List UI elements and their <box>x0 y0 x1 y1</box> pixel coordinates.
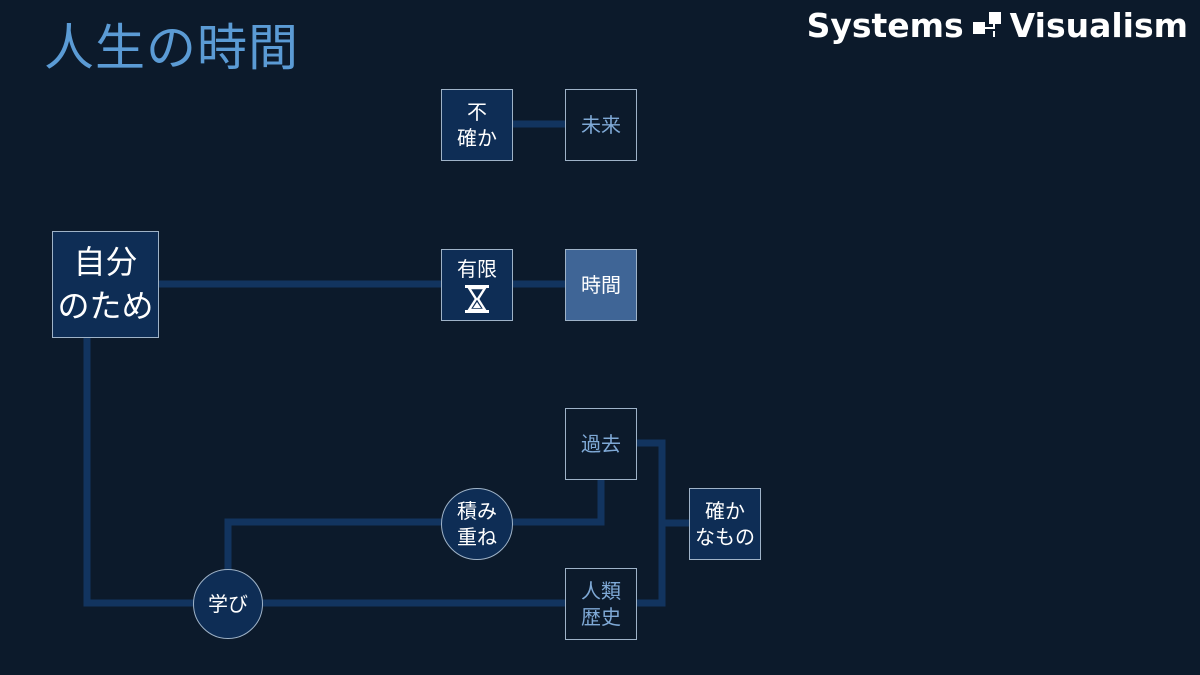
node-time: 時間 <box>565 249 637 321</box>
edge-learning-accumulate <box>224 518 442 570</box>
brand-logo: Systems Visualism <box>807 6 1188 45</box>
node-uncertain: 不 確か <box>441 89 513 161</box>
brand-suffix: Visualism <box>1009 6 1188 45</box>
edge-accumulate-past <box>512 478 605 526</box>
page-title: 人生の時間 <box>44 19 299 77</box>
edge-self-learning <box>83 338 194 607</box>
node-history: 人類 歴史 <box>565 568 637 640</box>
node-future: 未来 <box>565 89 637 161</box>
edge-past-certain <box>636 439 666 607</box>
node-limited: 有限 <box>441 249 513 321</box>
systems-logo-icon <box>972 11 1001 37</box>
brand-name: Systems <box>806 6 964 45</box>
node-past: 過去 <box>565 408 637 480</box>
node-learning: 学び <box>193 569 263 639</box>
node-self: 自分 のため <box>52 231 159 338</box>
node-certain: 確か なもの <box>689 488 761 560</box>
hourglass-icon <box>465 285 489 313</box>
node-accumulate: 積み 重ね <box>441 488 513 560</box>
